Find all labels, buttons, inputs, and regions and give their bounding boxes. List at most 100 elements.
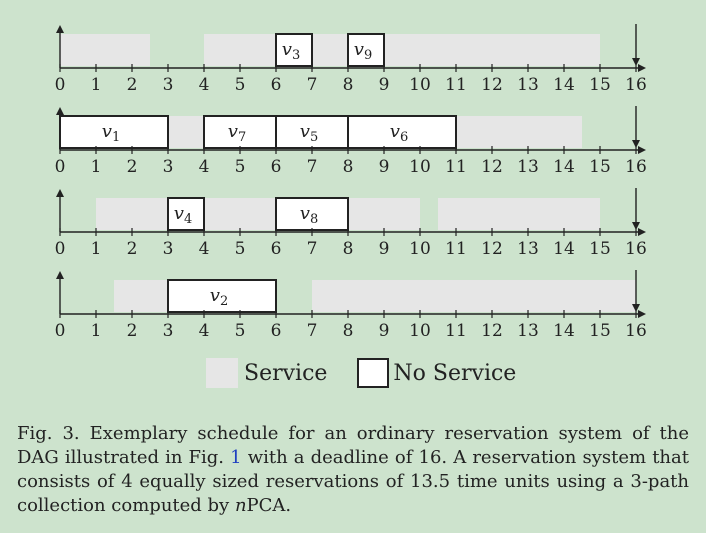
tick-label-row3-6: 6 [271, 239, 282, 259]
caption-text-1: Exemplary schedule for an ordinary reser… [17, 423, 689, 468]
tick-label-row2-13: 13 [517, 157, 539, 177]
tick-label-row1-7: 7 [307, 75, 318, 95]
tick-label-row4-15: 15 [589, 321, 611, 341]
tick-label-row2-16: 16 [625, 157, 647, 177]
tick-label-row1-11: 11 [445, 75, 467, 95]
service-interval-row1-2 [204, 34, 600, 66]
tick-label-row1-0: 0 [55, 75, 66, 95]
tick-label-row2-14: 14 [553, 157, 575, 177]
caption-text-3: PCA. [246, 495, 292, 516]
tick-label-row1-15: 15 [589, 75, 611, 95]
task-label-v3: v3 [282, 39, 300, 63]
tick-label-row1-5: 5 [235, 75, 246, 95]
tick-label-row3-7: 7 [307, 239, 318, 259]
tick-label-row4-8: 8 [343, 321, 354, 341]
axis-arrow-row2 [638, 146, 646, 154]
task-label-v5: v5 [300, 121, 318, 145]
task-box-v1 [59, 115, 169, 149]
tick-label-row1-2: 2 [127, 75, 138, 95]
tick-label-row2-7: 7 [307, 157, 318, 177]
tick-label-row3-16: 16 [625, 239, 647, 259]
task-box-v7 [203, 115, 277, 149]
tick-label-row1-1: 1 [91, 75, 102, 95]
tick-label-row3-12: 12 [481, 239, 503, 259]
tick-label-row4-10: 10 [409, 321, 431, 341]
legend-service-swatch [206, 358, 238, 388]
axis-arrow-row1 [638, 64, 646, 72]
task-label-v8: v8 [300, 203, 318, 227]
tick-label-row2-4: 4 [199, 157, 210, 177]
tick-label-row2-12: 12 [481, 157, 503, 177]
tick-label-row2-6: 6 [271, 157, 282, 177]
tick-label-row4-7: 7 [307, 321, 318, 341]
task-box-v9 [347, 33, 385, 67]
tick-label-row3-15: 15 [589, 239, 611, 259]
tick-label-row3-1: 1 [91, 239, 102, 259]
tick-label-row4-2: 2 [127, 321, 138, 341]
task-label-v6: v6 [390, 121, 408, 145]
legend-no-service-label: No Service [393, 360, 517, 386]
start-arrow-row1 [56, 25, 64, 33]
tick-label-row4-5: 5 [235, 321, 246, 341]
figure-reference-link[interactable]: 1 [230, 447, 242, 468]
tick-label-row4-3: 3 [163, 321, 174, 341]
tick-label-row2-15: 15 [589, 157, 611, 177]
tick-label-row2-11: 11 [445, 157, 467, 177]
tick-label-row1-4: 4 [199, 75, 210, 95]
figure-caption: Fig. 3.Exemplary schedule for an ordinar… [17, 422, 689, 518]
tick-label-row3-14: 14 [553, 239, 575, 259]
task-box-v3 [275, 33, 313, 67]
tick-label-row4-12: 12 [481, 321, 503, 341]
tick-label-row1-16: 16 [625, 75, 647, 95]
tick-label-row3-2: 2 [127, 239, 138, 259]
tick-label-row1-3: 3 [163, 75, 174, 95]
caption-text-2: with a deadline of 16. A reservation sys… [17, 447, 689, 516]
tick-label-row1-10: 10 [409, 75, 431, 95]
tick-label-row3-5: 5 [235, 239, 246, 259]
tick-label-row4-0: 0 [55, 321, 66, 341]
task-label-v2: v2 [210, 285, 228, 309]
tick-label-row2-8: 8 [343, 157, 354, 177]
task-box-v4 [167, 197, 205, 231]
tick-label-row1-6: 6 [271, 75, 282, 95]
axis-arrow-row4 [638, 310, 646, 318]
start-arrow-row2 [56, 107, 64, 115]
service-interval-row4-2 [312, 280, 636, 312]
deadline-arrow-row3 [632, 222, 640, 230]
tick-label-row3-4: 4 [199, 239, 210, 259]
tick-label-row2-3: 3 [163, 157, 174, 177]
deadline-arrow-row2 [632, 140, 640, 148]
service-interval-row3-1 [96, 198, 420, 230]
tick-label-row3-3: 3 [163, 239, 174, 259]
legend: Service No Service [206, 356, 516, 390]
tick-label-row1-8: 8 [343, 75, 354, 95]
tick-label-row1-13: 13 [517, 75, 539, 95]
legend-service-label: Service [244, 360, 328, 386]
tick-label-row2-10: 10 [409, 157, 431, 177]
service-interval-row3-2 [438, 198, 600, 230]
tick-label-row1-12: 12 [481, 75, 503, 95]
tick-label-row4-6: 6 [271, 321, 282, 341]
tick-label-row4-1: 1 [91, 321, 102, 341]
tick-label-row4-16: 16 [625, 321, 647, 341]
tick-label-row2-2: 2 [127, 157, 138, 177]
caption-prefix: Fig. 3. [17, 423, 80, 444]
tick-label-row1-14: 14 [553, 75, 575, 95]
tick-label-row3-8: 8 [343, 239, 354, 259]
tick-label-row2-5: 5 [235, 157, 246, 177]
tick-label-row2-1: 1 [91, 157, 102, 177]
task-label-v7: v7 [228, 121, 246, 145]
deadline-arrow-row1 [632, 58, 640, 66]
task-label-v4: v4 [174, 203, 192, 227]
start-arrow-row3 [56, 189, 64, 197]
deadline-arrow-row4 [632, 304, 640, 312]
task-box-v6 [347, 115, 457, 149]
tick-label-row2-0: 0 [55, 157, 66, 177]
tick-label-row4-9: 9 [379, 321, 390, 341]
task-box-v2 [167, 279, 277, 313]
tick-label-row4-4: 4 [199, 321, 210, 341]
tick-label-row4-11: 11 [445, 321, 467, 341]
caption-italic-n: n [234, 495, 247, 516]
task-label-v9: v9 [354, 39, 372, 63]
